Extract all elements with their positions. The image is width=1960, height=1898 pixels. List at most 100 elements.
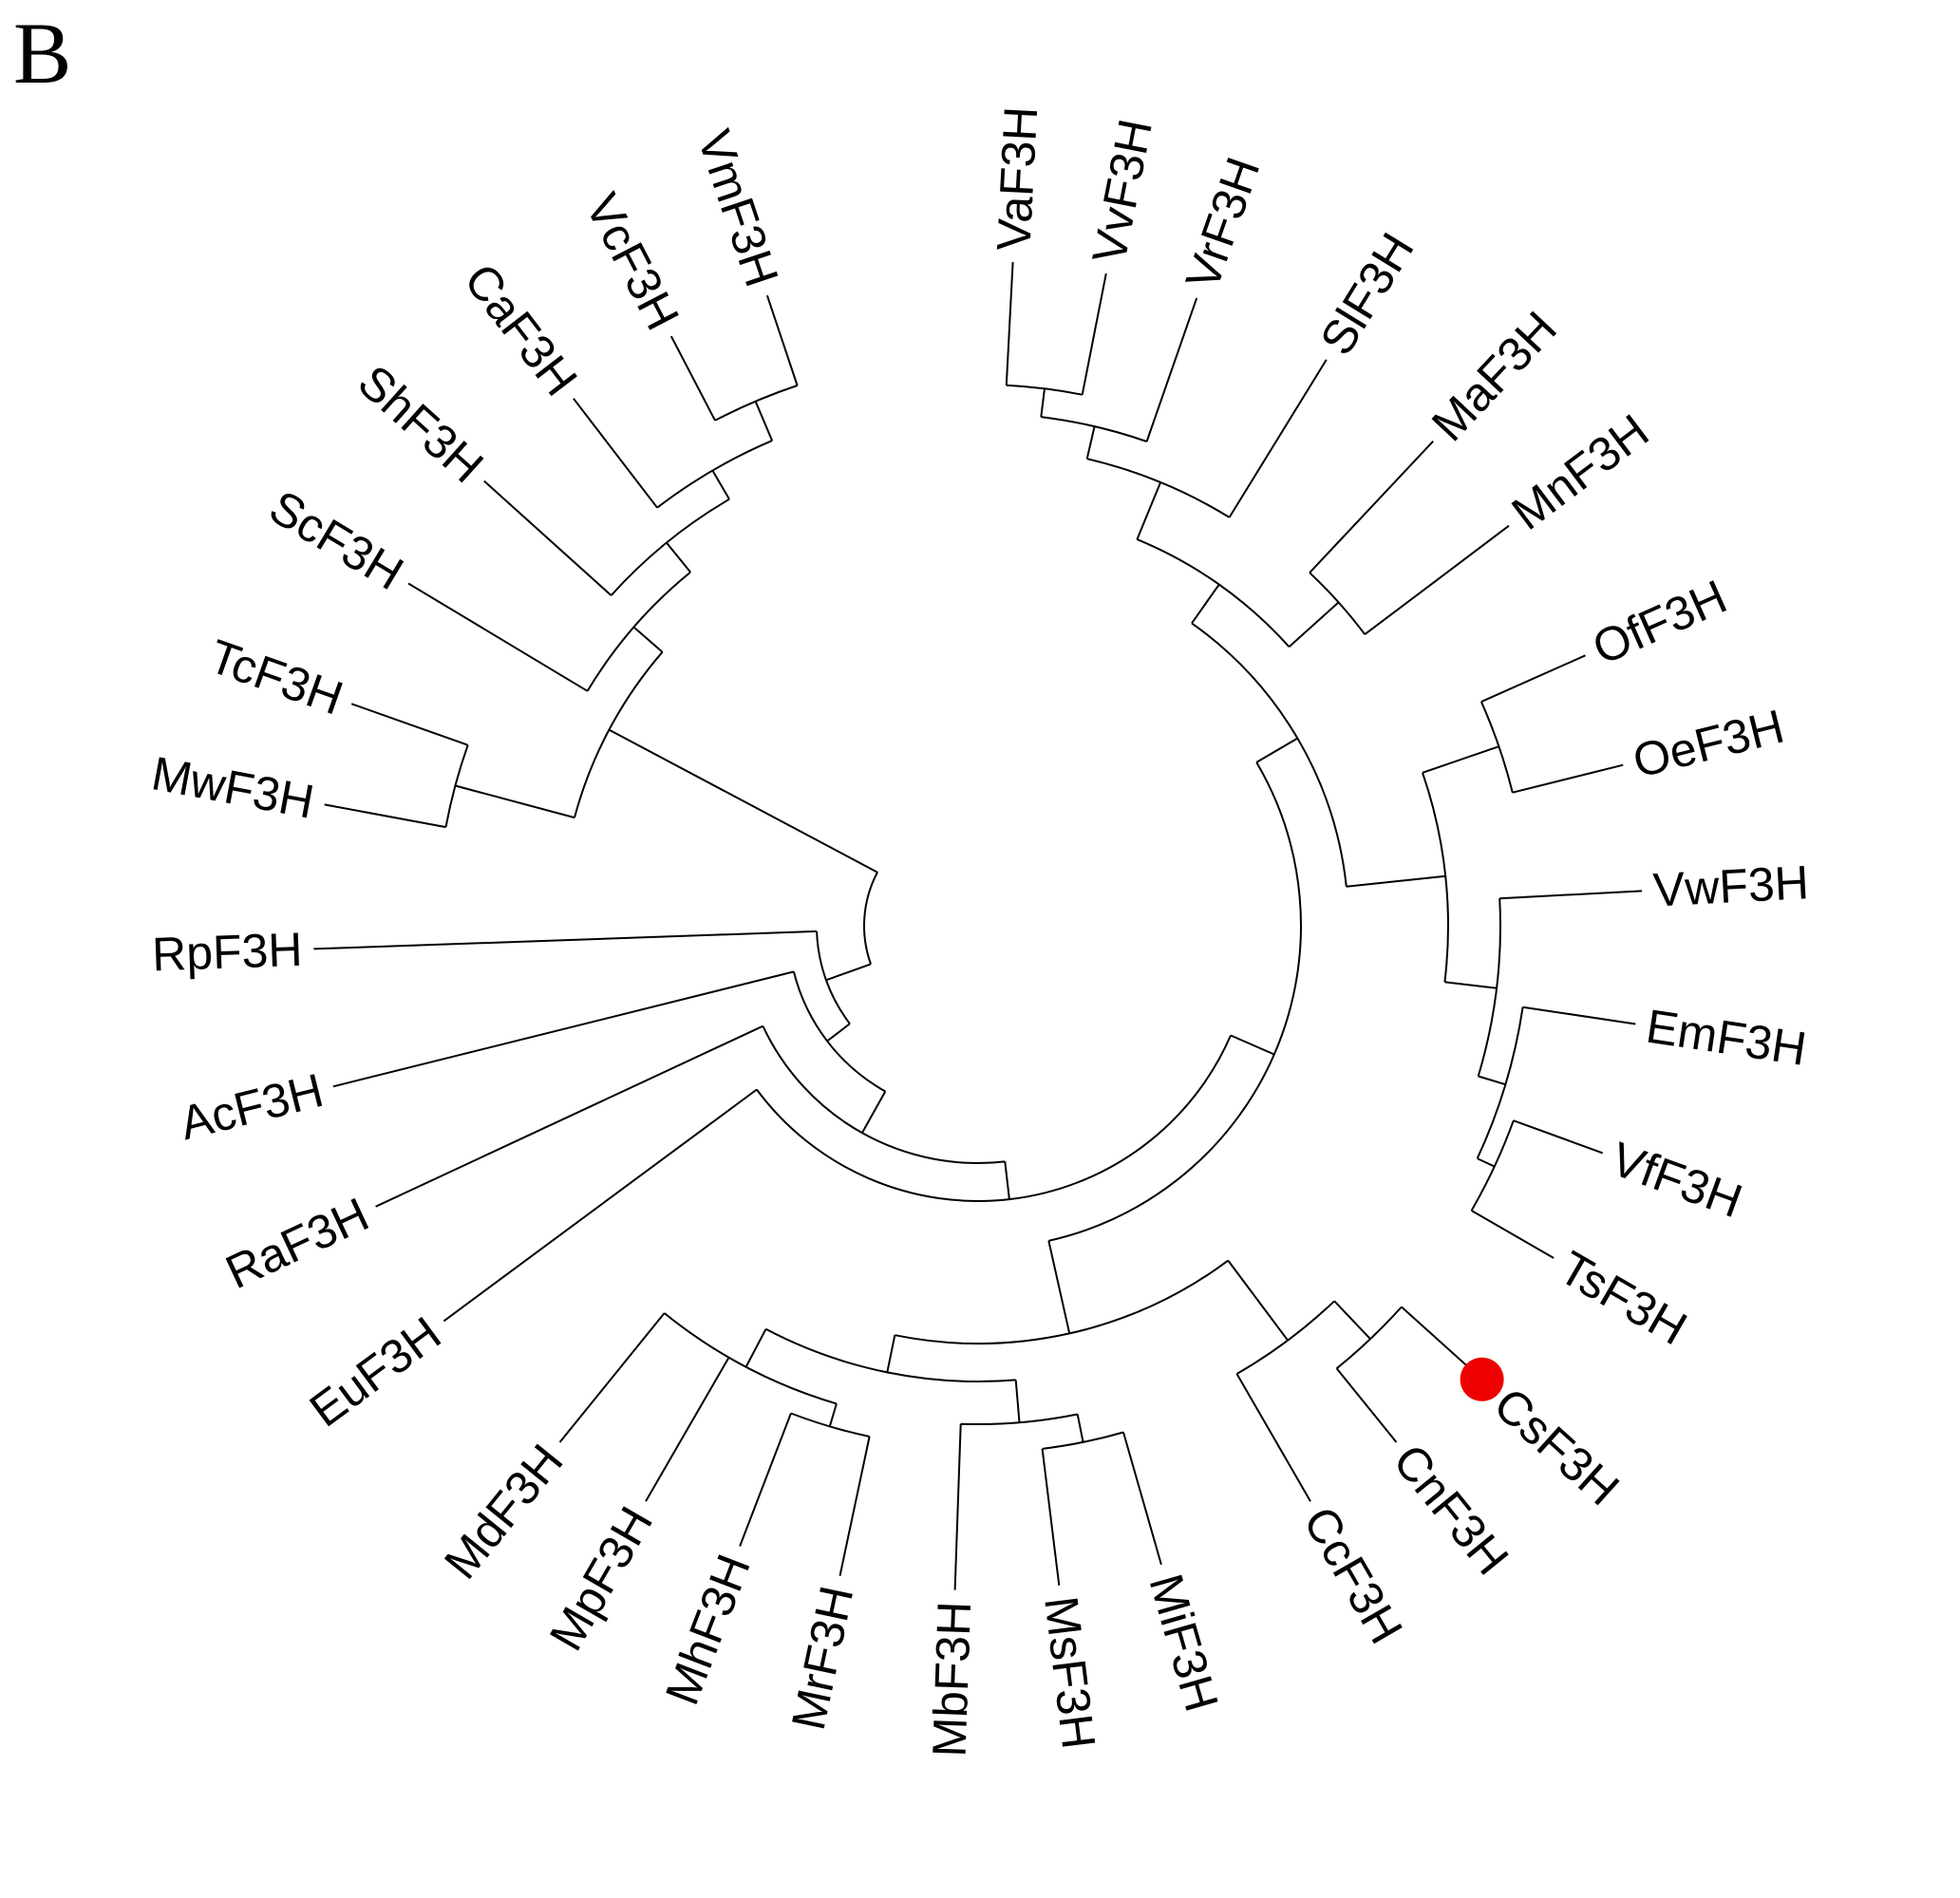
- leaf-label-csf3h: CsF3H: [1484, 1378, 1630, 1516]
- leaf-branch: [313, 930, 818, 950]
- leaf-label-off3h: OfF3H: [1585, 570, 1734, 675]
- leaf-label-mnf3h: MnF3H: [1502, 404, 1659, 539]
- leaf-branch: [1081, 272, 1107, 395]
- leaf-branch: [1235, 1373, 1311, 1502]
- internal-branch: [1227, 1260, 1289, 1342]
- internal-branch: [1136, 481, 1162, 540]
- panel-label: B: [13, 5, 72, 102]
- internal-branch: [1191, 584, 1220, 624]
- clade-arc: [444, 744, 469, 828]
- internal-branch: [1085, 425, 1096, 460]
- leaf-label-ccf3h: CcF3H: [1293, 1498, 1413, 1653]
- leaf-branch: [483, 479, 612, 596]
- leaf-branch: [953, 1423, 962, 1590]
- leaf-label-vff3h: VfF3H: [1605, 1132, 1749, 1228]
- clade-arc: [863, 872, 878, 965]
- leaf-branch: [573, 398, 658, 509]
- leaf-branch: [350, 703, 469, 746]
- internal-branch: [754, 401, 774, 442]
- leaf-branch: [1364, 524, 1510, 635]
- internal-branch: [1346, 874, 1446, 888]
- clade-arc: [960, 1413, 1078, 1426]
- clade-arc: [1422, 772, 1449, 983]
- internal-branch: [825, 963, 872, 982]
- leaf-label-mhf3h: MhF3H: [655, 1548, 761, 1712]
- leaf-branch: [558, 1312, 666, 1443]
- internal-branch: [1422, 745, 1499, 774]
- leaf-branch: [839, 1436, 871, 1576]
- internal-branch: [608, 728, 878, 874]
- leaf-label-mrf3h: MrF3H: [782, 1582, 864, 1735]
- internal-branch: [711, 470, 730, 500]
- leaf-label-msf3h: MsF3H: [1034, 1593, 1105, 1752]
- leaf-label-mpf3h: MpF3H: [539, 1498, 663, 1660]
- clade-arc: [1477, 898, 1501, 1077]
- internal-branch: [1288, 601, 1340, 648]
- internal-branch: [1230, 1034, 1275, 1056]
- leaf-branch: [443, 1088, 758, 1323]
- leaf-branch: [324, 803, 446, 829]
- clade-arc: [1041, 416, 1147, 442]
- leaf-label-acf3h: AcF3H: [175, 1063, 329, 1150]
- leaf-branch: [1145, 297, 1198, 442]
- leaf-branch: [1005, 261, 1014, 385]
- leaf-branch: [1228, 359, 1328, 518]
- clade-arc: [1042, 1431, 1124, 1450]
- leaf-label-vwf3h: VwF3H: [1652, 855, 1811, 917]
- internal-branch: [1014, 1380, 1021, 1423]
- leaf-branch: [1309, 441, 1434, 573]
- leaf-branch: [1512, 763, 1624, 794]
- clade-arc: [816, 930, 851, 1024]
- clade-arc: [714, 385, 798, 422]
- leaf-label-raf3h: RaF3H: [217, 1188, 376, 1300]
- internal-branch: [455, 784, 575, 819]
- internal-branch: [826, 1023, 851, 1043]
- leaf-label-mbf3h: MbF3H: [922, 1601, 981, 1758]
- internal-branch: [861, 1091, 887, 1134]
- leaf-label-vmf3h: VmF3H: [688, 123, 789, 292]
- internal-branch: [1047, 1240, 1071, 1334]
- clade-arc: [895, 1259, 1229, 1345]
- leaf-label-oef3h: OeF3H: [1628, 700, 1789, 788]
- clade-arc: [1479, 701, 1514, 793]
- leaf-label-vcf3h: VcF3H: [575, 185, 689, 338]
- clade-arc: [656, 440, 773, 509]
- internal-branch: [632, 626, 664, 653]
- clade-arc: [1048, 761, 1302, 1242]
- leaf-label-rpf3h: RpF3H: [151, 923, 303, 981]
- clade-arc: [1476, 1006, 1524, 1159]
- clade-arc: [574, 651, 664, 818]
- clade-arc: [1006, 384, 1083, 396]
- leaf-label-tcf3h: TcF3H: [202, 630, 349, 725]
- internal-branch: [886, 1335, 896, 1373]
- leaf-label-vrf3h: VrF3H: [1176, 151, 1271, 296]
- clade-arc: [610, 498, 730, 596]
- clade-arc: [586, 571, 691, 692]
- leaf-label-tsf3h: TsF3H: [1551, 1241, 1696, 1356]
- clade-arc: [1309, 572, 1366, 635]
- leaf-label-scf3h: ScF3H: [260, 480, 412, 601]
- leaf-label-mif3h: MiF3H: [1139, 1569, 1228, 1718]
- leaf-branch: [1335, 1367, 1398, 1443]
- leaf-label-shf3h: ShF3H: [349, 355, 494, 494]
- internal-branch: [1477, 1157, 1496, 1168]
- leaf-label-slf3h: SlF3H: [1310, 224, 1423, 365]
- leaf-branch: [645, 1357, 730, 1502]
- internal-branch: [666, 541, 691, 573]
- leaf-label-maf3h: MaF3H: [1422, 301, 1567, 451]
- leaf-branch: [1041, 1448, 1061, 1586]
- leaf-label-mdf3h: MdF3H: [434, 1435, 574, 1589]
- clade-arc: [1235, 1300, 1335, 1375]
- leaf-branch: [1122, 1432, 1162, 1566]
- clade-arc: [1086, 458, 1231, 518]
- clade-arc: [762, 1025, 1006, 1164]
- internal-branch: [744, 1328, 767, 1368]
- tree-branches: [313, 261, 1643, 1590]
- leaf-branch: [1499, 890, 1643, 900]
- leaf-label-caf3h: CaF3H: [454, 254, 588, 405]
- leaf-branch: [765, 294, 799, 386]
- leaf-label-vvf3h: VvF3H: [1083, 115, 1162, 268]
- leaf-branch: [1480, 654, 1586, 704]
